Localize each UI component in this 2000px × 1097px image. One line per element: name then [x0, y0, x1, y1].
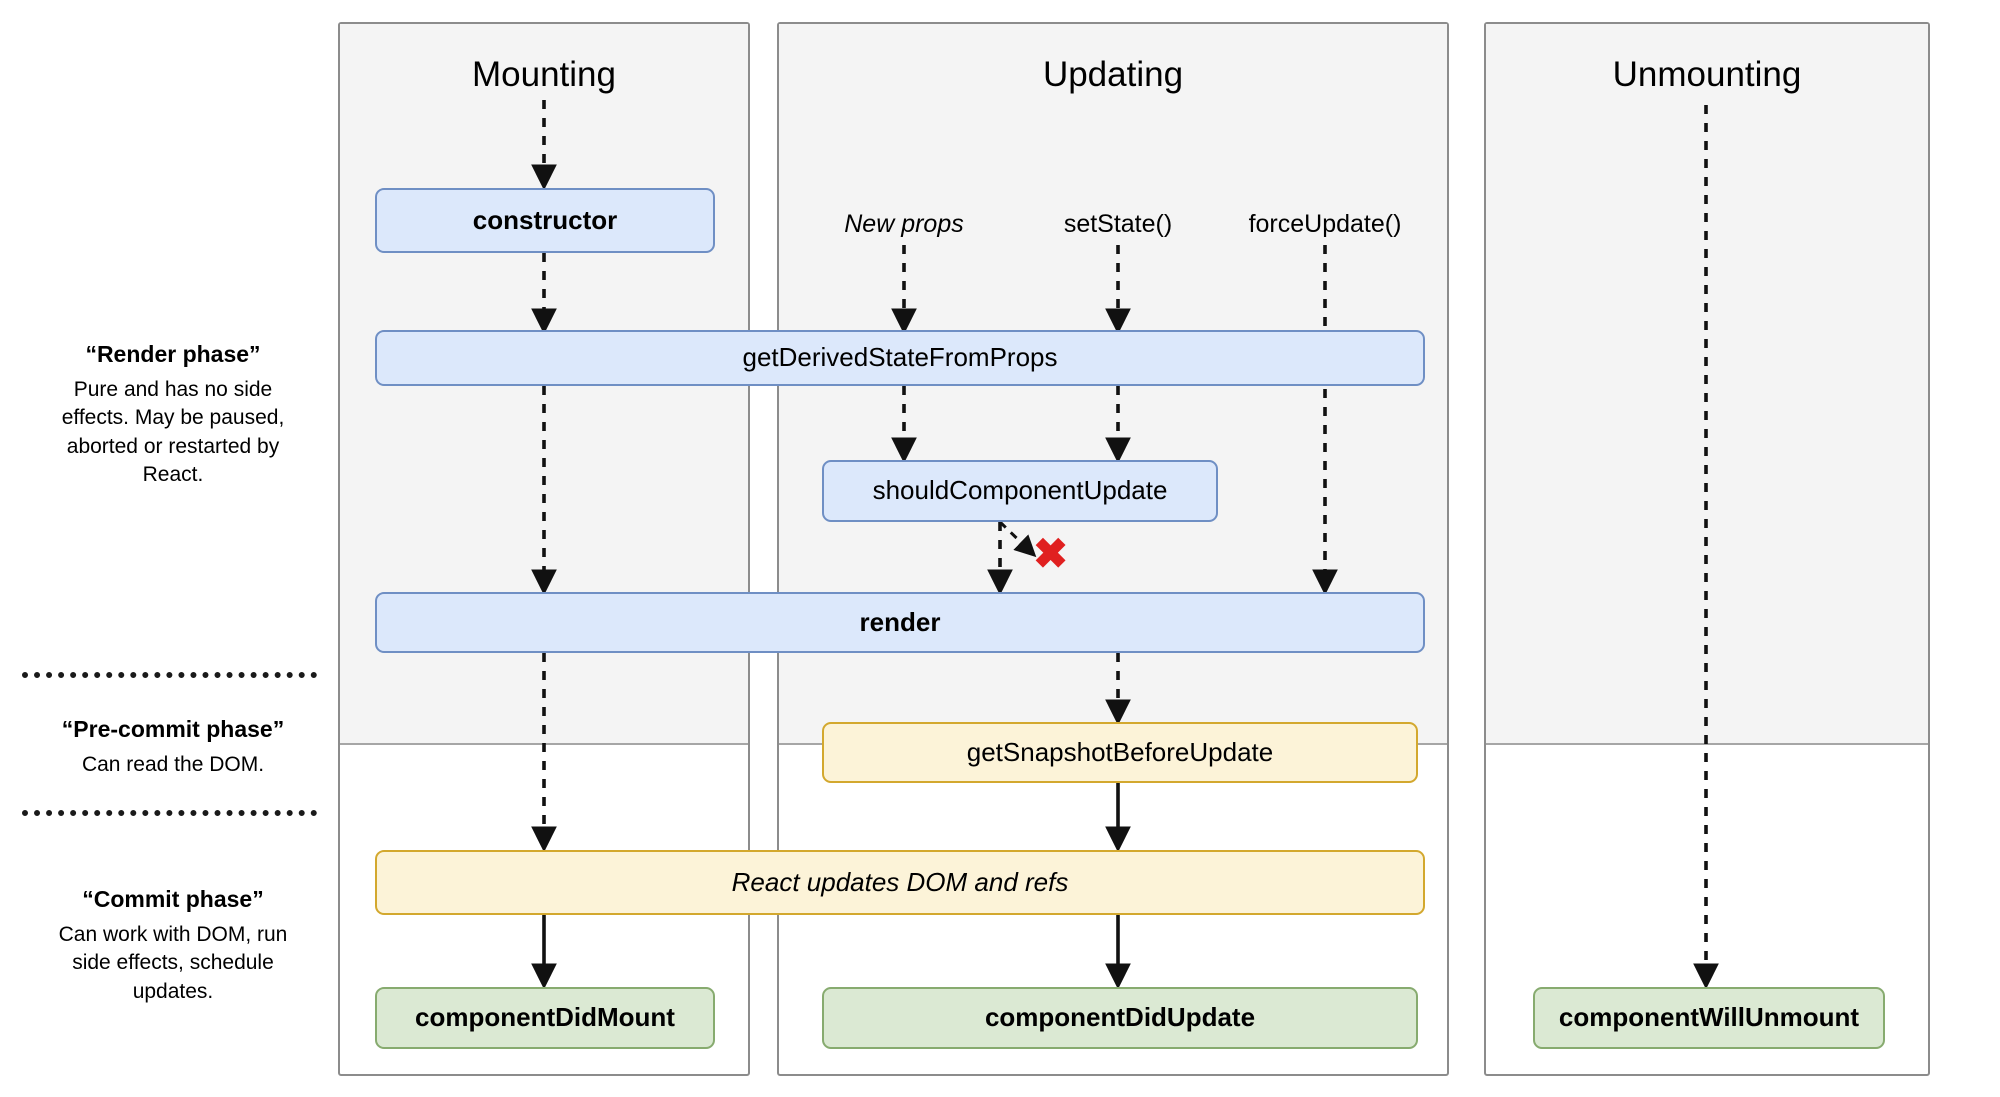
node-react-updates-dom-and-refs[interactable]: React updates DOM and refs — [375, 850, 1425, 915]
phase-divider-top — [22, 672, 317, 678]
column-title-unmounting: Unmounting — [1612, 55, 1802, 94]
node-component-will-unmount[interactable]: componentWillUnmount — [1533, 987, 1885, 1049]
trigger-label-new-props: New props — [844, 210, 964, 238]
phase-description-commit: Can work with DOM, run side effects, sch… — [58, 922, 288, 1003]
phase-legend-render: “Render phase” Pure and has no side effe… — [8, 340, 338, 489]
phase-divider-bottom — [22, 810, 317, 816]
node-get-snapshot-before-update[interactable]: getSnapshotBeforeUpdate — [822, 722, 1418, 783]
column-unmounting — [1484, 22, 1930, 1076]
phase-legend-commit: “Commit phase” Can work with DOM, run si… — [8, 885, 338, 1006]
node-get-derived-state-from-props[interactable]: getDerivedStateFromProps — [375, 330, 1425, 386]
node-should-component-update[interactable]: shouldComponentUpdate — [822, 460, 1218, 522]
column-mounting — [338, 22, 750, 1076]
skip-update-x-icon: ✖ — [1033, 530, 1069, 577]
node-component-did-mount[interactable]: componentDidMount — [375, 987, 715, 1049]
node-component-did-update[interactable]: componentDidUpdate — [822, 987, 1418, 1049]
column-title-updating: Updating — [1042, 55, 1184, 94]
phase-title-pre-commit: “Pre-commit phase” — [61, 716, 285, 742]
column-updating — [777, 22, 1449, 1076]
column-title-mounting: Mounting — [472, 55, 616, 94]
phase-legend-pre-commit: “Pre-commit phase” Can read the DOM. — [8, 715, 338, 779]
trigger-label-set-state: setState() — [1063, 210, 1173, 238]
node-constructor[interactable]: constructor — [375, 188, 715, 253]
phase-description-render: Pure and has no side effects. May be pau… — [61, 377, 285, 486]
phase-title-commit: “Commit phase” — [82, 886, 264, 912]
phase-description-pre-commit: Can read the DOM. — [81, 752, 265, 776]
phase-title-render: “Render phase” — [85, 341, 261, 367]
node-render[interactable]: render — [375, 592, 1425, 653]
trigger-label-force-update: forceUpdate() — [1248, 210, 1402, 238]
